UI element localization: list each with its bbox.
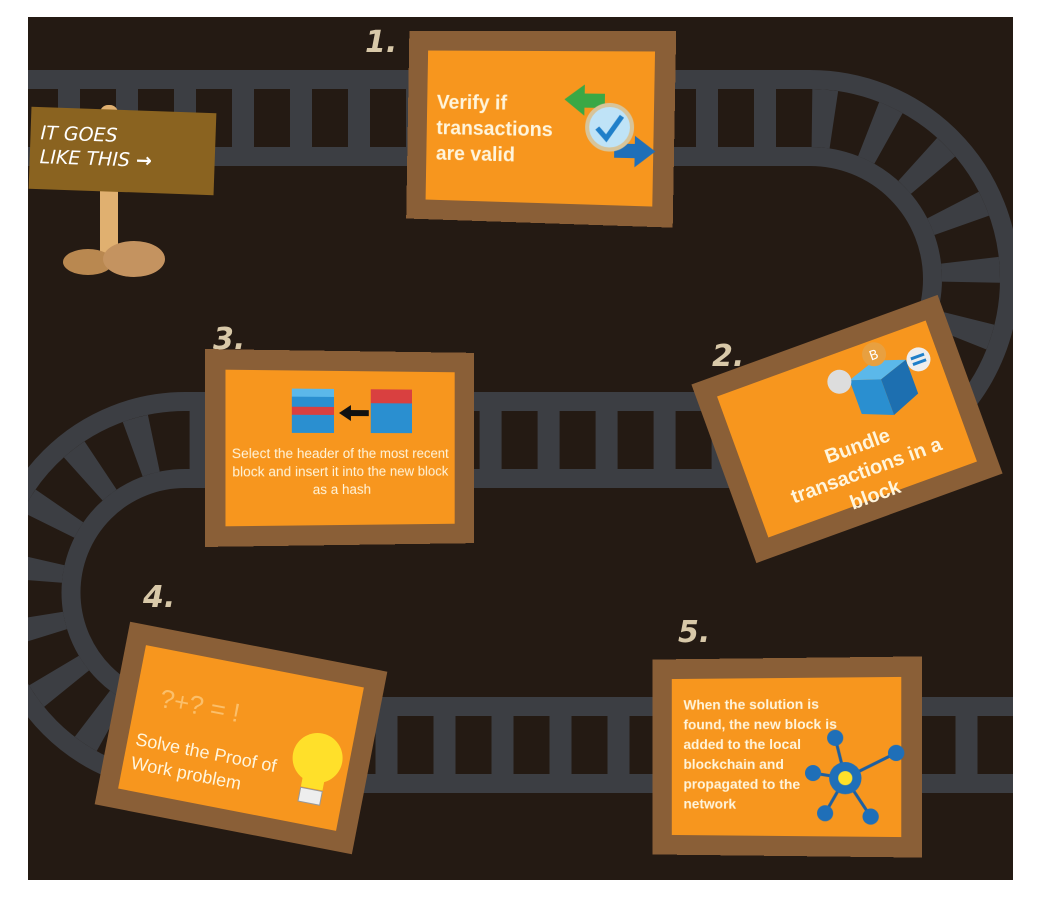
step-text-1: Verify if transactions are valid [436, 90, 555, 170]
verify-exchange-icon [558, 79, 662, 177]
dirt-mound [103, 241, 165, 277]
sign-line-2: LIKE THIS [39, 146, 130, 171]
step-card-3: Select the header of the most recent blo… [205, 349, 474, 547]
infographic-board: IT GOES LIKE THIS → 1. Verify if transac… [28, 17, 1013, 880]
step-card-5: When the solution is found, the new bloc… [652, 656, 921, 857]
step-text-4: Solve the Proof of Work problem [129, 727, 285, 803]
block-header-hash-icon [287, 384, 416, 437]
puzzle-text: ?+? = ! [157, 683, 242, 729]
arrow-right-icon: → [136, 149, 153, 172]
step-number-5: 5. [678, 615, 710, 650]
step-number-1: 1. [365, 25, 397, 60]
step-card-1: Verify if transactions are valid [406, 31, 676, 228]
step-text-3: Select the header of the most recent blo… [232, 445, 449, 500]
lightbulb-icon [277, 725, 352, 820]
sign-board: IT GOES LIKE THIS → [29, 107, 217, 195]
step-number-4: 4. [143, 580, 175, 615]
network-icon [805, 728, 906, 829]
